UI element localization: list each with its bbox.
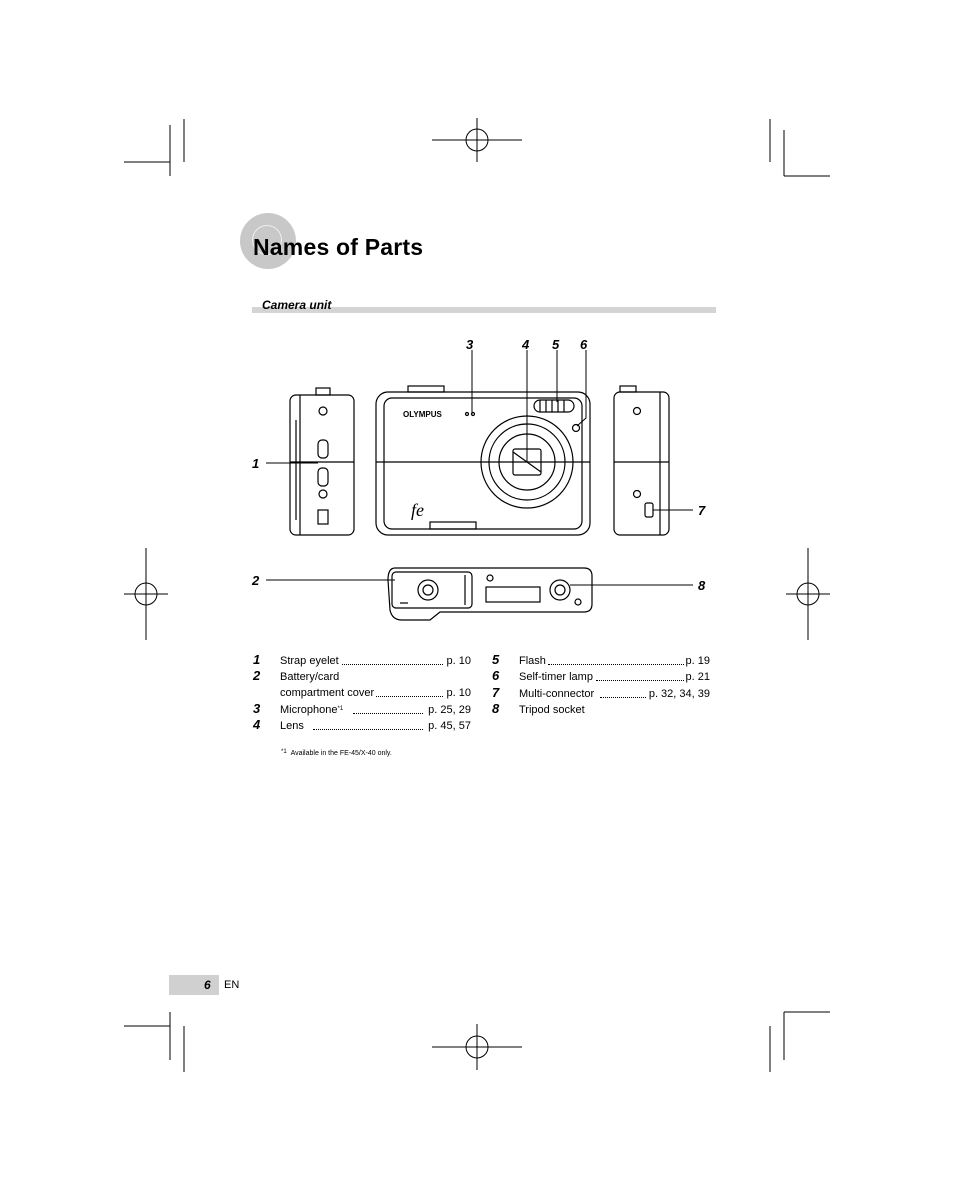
camera-front-view — [375, 385, 591, 536]
list-item: compartment cover p. 10 — [280, 685, 471, 701]
list-item: 4 Lens p. 45, 57 — [253, 717, 471, 734]
callout-6: 6 — [580, 337, 588, 352]
section-label: Camera unit — [262, 298, 332, 312]
list-item: 1 Strap eyelet p. 10 — [253, 652, 471, 669]
model-mark-logo: fe — [411, 500, 424, 520]
callout-2: 2 — [251, 573, 260, 588]
callout-7: 7 — [698, 503, 706, 518]
language-code: EN — [224, 979, 240, 991]
camera-left-side-view — [289, 387, 355, 536]
callout-4: 4 — [521, 337, 530, 352]
camera-bottom-view — [387, 567, 593, 621]
callout-8: 8 — [698, 578, 706, 593]
brand-logo: OLYMPUS — [403, 410, 442, 419]
page-number: 6 — [204, 978, 211, 992]
callout-leader-lines — [266, 350, 693, 586]
page-number-tab — [169, 975, 219, 995]
camera-diagram: OLYMPUS fe 1 2 3 4 5 6 7 8 — [251, 337, 706, 621]
page-title: Names of Parts — [253, 234, 424, 260]
callout-5: 5 — [552, 337, 560, 352]
list-item: 7 Multi-connector p. 32, 34, 39 — [492, 685, 710, 702]
section-bar — [252, 307, 716, 313]
callout-3: 3 — [466, 337, 474, 352]
list-item: 3 Microphone*1 p. 25, 29 — [253, 701, 471, 718]
title-circle-icon — [240, 213, 296, 269]
list-item: 5 Flash p. 19 — [492, 652, 710, 669]
footnote: *1 Available in the FE-45/X-40 only. — [281, 749, 392, 757]
camera-right-side-view — [613, 385, 670, 536]
list-item: 2 Battery/card — [253, 668, 342, 685]
list-item: 8 Tripod socket — [492, 701, 587, 718]
list-item: 6 Self-timer lamp p. 21 — [492, 668, 710, 685]
callout-1: 1 — [252, 456, 259, 471]
